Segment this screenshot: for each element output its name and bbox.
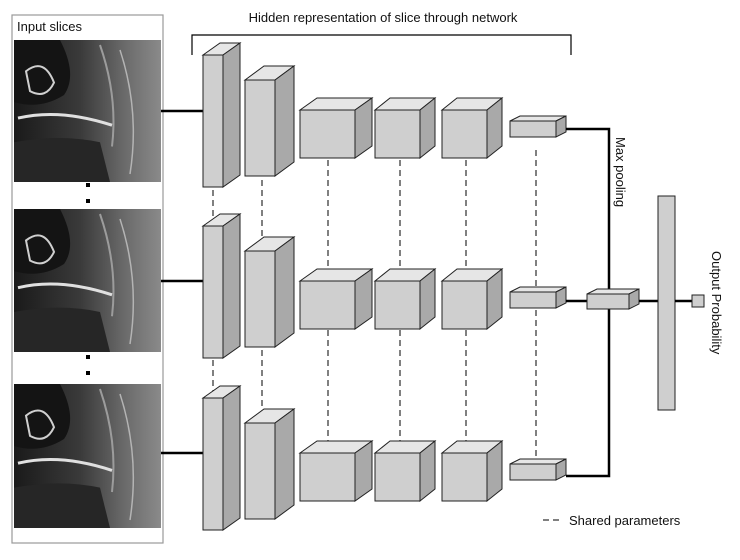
- block-front-face: [202, 225, 224, 359]
- block-front-face: [299, 109, 356, 159]
- block-side-face: [274, 236, 295, 348]
- layer-block-3: [298, 440, 374, 502]
- mri-patella-outline: [24, 234, 56, 265]
- block-front-face: [202, 397, 224, 531]
- mri-cartilage-line: [17, 458, 113, 472]
- layer-block-2: [243, 236, 296, 348]
- input-slices-label: Input slices: [17, 19, 83, 34]
- block-front-face: [299, 452, 356, 502]
- block-side-face: [274, 65, 295, 177]
- fully-connected-layer: [657, 195, 676, 411]
- layer-block-6: [509, 115, 567, 138]
- network-row-2: [201, 213, 567, 359]
- max-pooled-feature-block: [586, 288, 640, 310]
- block-side-face: [222, 213, 241, 359]
- block-front-face: [441, 109, 488, 159]
- mri-patella-outline: [24, 65, 56, 95]
- output-probability-label: Output Probability: [709, 251, 724, 355]
- layer-block-3: [298, 97, 374, 159]
- block-side-face: [222, 42, 241, 188]
- block-front-face: [299, 280, 356, 330]
- layer-block-6: [509, 458, 567, 481]
- layer-block-4: [373, 439, 437, 503]
- block-front-face: [509, 120, 557, 138]
- mri-femur-region: [14, 40, 71, 105]
- block-front-face: [441, 280, 488, 330]
- mri-skin-line: [119, 49, 135, 175]
- block-front-face: [244, 422, 276, 520]
- block-side-face: [274, 408, 295, 520]
- mri-slice-3: [14, 384, 161, 528]
- layer-block-5: [440, 267, 504, 331]
- block-side-face: [222, 385, 241, 531]
- layer-block-1: [201, 213, 242, 359]
- mri-soft-tissue-line: [99, 44, 115, 147]
- layer-block-5: [440, 439, 504, 503]
- mri-cartilage-line: [17, 282, 113, 297]
- network-blocks: [201, 42, 567, 531]
- network-row-1: [201, 42, 567, 188]
- block-front-face: [374, 280, 421, 330]
- ellipsis-dot: [86, 183, 90, 187]
- shared-parameters-legend-label: Shared parameters: [569, 513, 681, 528]
- ellipsis-dot: [86, 355, 90, 359]
- mri-slice-2: [14, 209, 161, 352]
- hidden-representation-label: Hidden representation of slice through n…: [249, 10, 518, 25]
- input-connectors: [161, 109, 204, 455]
- mri-tibia-region: [14, 307, 110, 352]
- mri-soft-tissue-line: [99, 388, 115, 493]
- ellipsis-dot: [86, 199, 90, 203]
- network-row-3: [201, 385, 567, 531]
- block-front-face: [374, 452, 421, 502]
- block-front-face: [441, 452, 488, 502]
- input-slices-frame: [11, 14, 164, 544]
- max-pooling-label: Max pooling: [613, 137, 628, 207]
- mri-skin-line: [119, 393, 135, 521]
- mri-slice-1: [14, 40, 161, 182]
- block-front-face: [509, 291, 557, 309]
- mri-soft-tissue-line: [99, 213, 115, 317]
- mri-skin-line: [119, 218, 135, 345]
- layer-block-5: [440, 96, 504, 160]
- mri-patella-outline: [24, 409, 56, 440]
- block-front-face: [509, 463, 557, 481]
- layer-block-1: [201, 42, 242, 188]
- hidden-representation-bracket: [191, 34, 572, 55]
- layer-block-2: [243, 65, 296, 177]
- layer-block-6: [509, 286, 567, 309]
- pooled-block: [586, 288, 640, 310]
- output-node: [691, 294, 705, 308]
- block-front-face: [202, 54, 224, 188]
- mri-femur-region: [14, 209, 71, 274]
- layer-block-1: [201, 385, 242, 531]
- mri-femur-region: [14, 384, 71, 449]
- mri-tibia-region: [14, 137, 110, 182]
- mri-cartilage-line: [17, 112, 113, 127]
- block-front-face: [244, 250, 276, 348]
- ellipsis-dot: [86, 371, 90, 375]
- block-front-face: [586, 293, 630, 310]
- layer-block-4: [373, 96, 437, 160]
- layer-block-2: [243, 408, 296, 520]
- mri-slices: [14, 40, 161, 528]
- block-front-face: [244, 79, 276, 177]
- layer-block-3: [298, 268, 374, 330]
- mri-tibia-region: [14, 483, 110, 528]
- block-front-face: [374, 109, 421, 159]
- layer-block-4: [373, 267, 437, 331]
